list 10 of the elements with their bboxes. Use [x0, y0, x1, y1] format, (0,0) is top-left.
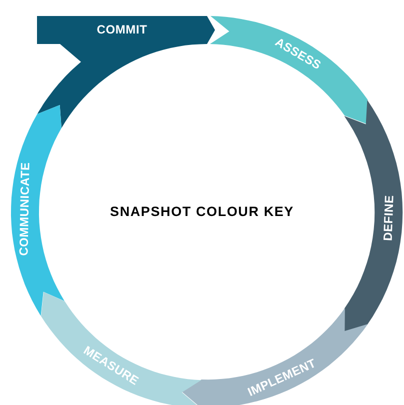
cycle-segment: [11, 105, 64, 316]
segment-label: COMMIT: [96, 24, 148, 36]
cycle-segment: [37, 16, 215, 128]
segment-label: COMMUNICATE: [18, 162, 32, 256]
segment-label: DEFINE: [382, 195, 396, 242]
diagram-title: SNAPSHOT COLOUR KEY: [110, 204, 294, 219]
cycle-segment: [210, 16, 368, 124]
cycle-segment: [40, 292, 202, 405]
cycle-segment: [182, 308, 368, 405]
cycle-segment: [344, 100, 403, 332]
